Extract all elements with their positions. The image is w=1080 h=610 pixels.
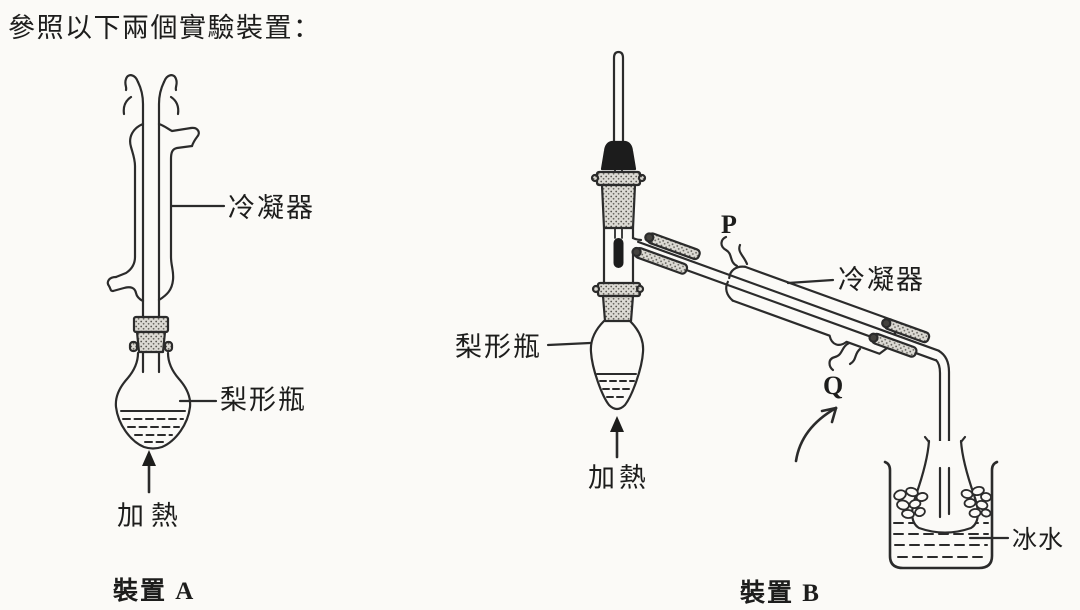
ice-water-label: 冰水	[1012, 526, 1064, 554]
flask-a-label: 梨形瓶	[220, 385, 307, 415]
q-pointer-arrow	[794, 406, 838, 463]
condenser-a-label: 冷凝器	[228, 193, 315, 223]
pear-flask-a	[114, 351, 192, 450]
intro-text: 參照以下兩個實驗裝置：	[8, 13, 322, 43]
port-p-label: P	[721, 210, 737, 239]
condenser-b-label: 冷凝器	[838, 265, 925, 295]
water-outlet-squiggle	[720, 235, 749, 268]
apparatus-a-drawing	[106, 74, 226, 494]
text-labels: 參照以下兩個實驗裝置： 冷凝器 梨形瓶 加熱 裝置 A P Q 冷凝器 梨形瓶 …	[8, 13, 1064, 607]
liquid-b	[596, 373, 637, 398]
ground-joint-b-upper	[590, 170, 647, 230]
joint-clip-lower	[868, 318, 931, 358]
condenser-b	[631, 232, 941, 362]
collection-flask	[911, 435, 979, 534]
joint-clip-upper	[631, 232, 701, 275]
delivery-tube	[934, 349, 951, 519]
port-q-label: Q	[823, 371, 843, 400]
flask-b-label: 梨形瓶	[455, 332, 542, 362]
pear-flask-b	[589, 319, 645, 411]
condenser-b-leader-line	[786, 278, 835, 285]
stopper	[600, 140, 637, 171]
apparatus-b-drawing	[546, 50, 1010, 570]
water-inlet-squiggle	[828, 341, 862, 372]
heat-a-label: 加熱	[117, 501, 185, 531]
flask-b-leader-line	[546, 341, 592, 347]
ground-joint-a	[128, 315, 174, 354]
liquid-a	[120, 410, 186, 443]
apparatus-b-caption: 裝置 B	[740, 579, 821, 607]
still-head	[602, 226, 643, 285]
condenser-a-inner-tube	[122, 74, 180, 374]
apparatus-a-caption: 裝置 A	[113, 577, 195, 605]
condenser-a-jacket	[106, 122, 200, 303]
heat-arrow-b	[610, 416, 624, 459]
heat-b-label: 加熱	[588, 463, 650, 493]
ice-water-beaker	[883, 435, 999, 570]
ground-joint-b-lower	[591, 281, 645, 323]
ice-cubes	[893, 485, 992, 519]
heat-arrow-a	[142, 450, 156, 494]
